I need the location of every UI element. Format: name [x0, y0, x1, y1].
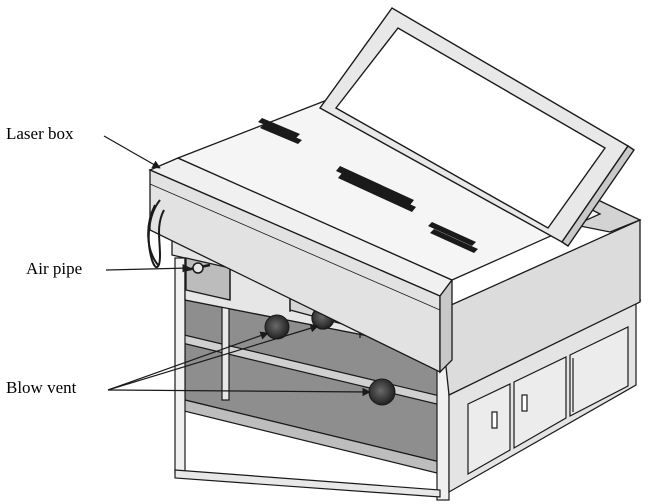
open-lid: [318, 7, 635, 247]
leader-arrows: [103, 135, 371, 397]
cover-vent-slots: [258, 118, 478, 253]
cabinet-door-2: [513, 356, 567, 450]
blow-vent-label: Blow vent: [6, 378, 77, 397]
air-pipe: [147, 199, 211, 274]
blow-vent-arrow-1: [107, 331, 269, 391]
laser-box-end: [439, 278, 453, 374]
top-cover: [176, 87, 602, 281]
air-pipe-label: Air pipe: [26, 259, 83, 278]
cabinet-door-1: [467, 383, 511, 476]
door-handle-2: [521, 394, 528, 412]
blow-vent-lower: [368, 378, 396, 406]
laser-box-label: Laser box: [6, 124, 74, 143]
cabinet-door-3: [569, 326, 629, 417]
door-handle-1: [491, 411, 498, 429]
blow-vents: [264, 314, 396, 406]
air-pipe-valve: [192, 262, 204, 274]
lid-window: [334, 27, 607, 229]
blow-vent-arrow-3: [107, 387, 371, 397]
air-pipe-arrow: [105, 263, 191, 273]
laser-box-arrow: [103, 135, 161, 169]
blow-vent-arrow-2: [107, 324, 319, 391]
right-side-cabinet: [448, 299, 642, 494]
